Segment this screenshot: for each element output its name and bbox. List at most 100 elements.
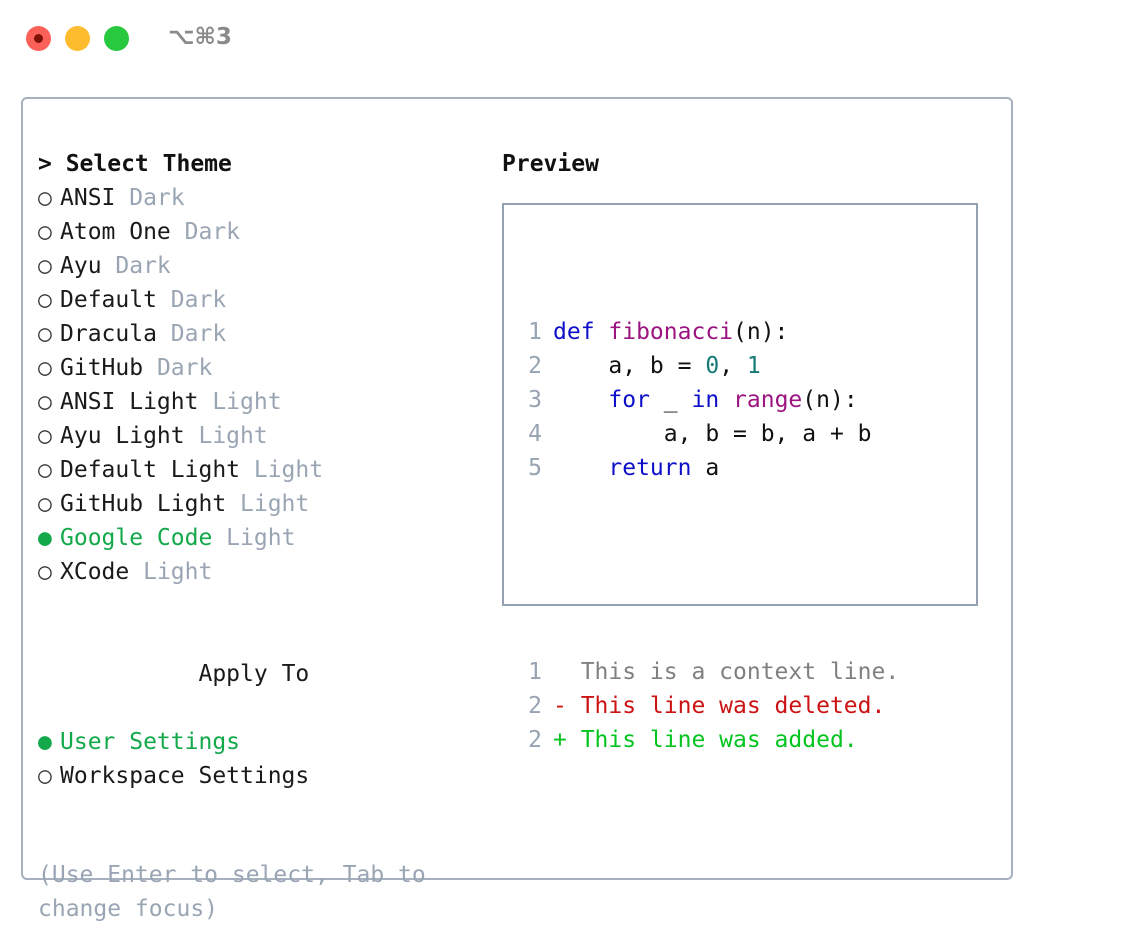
diff-line-number: 2	[528, 693, 542, 719]
theme-option-label: GitHub	[60, 355, 144, 381]
code-line-number: 1	[528, 319, 542, 345]
code-line: 1 def fibonacci(n):	[516, 315, 899, 349]
code-token-fn: fibonacci	[608, 319, 734, 345]
code-token-fn: range	[733, 387, 803, 413]
code-token-pl	[719, 387, 733, 413]
code-line: 4 a, b = b, a + b	[516, 417, 899, 451]
theme-variant-label: Light	[212, 525, 296, 551]
diff-line-text: - This line was deleted.	[553, 693, 886, 719]
diff-line-text: + This line was added.	[553, 727, 858, 753]
theme-option-ansi[interactable]: ○ ANSI Dark	[38, 181, 478, 215]
theme-option-github[interactable]: ○GitHub Dark	[38, 351, 478, 385]
theme-option-label: Dracula	[60, 321, 157, 347]
code-line-number: 5	[528, 455, 542, 481]
code-line: 5 return a	[516, 451, 899, 485]
diff-line-add: 2 + This line was added.	[516, 723, 899, 757]
radio-unselected-icon: ○	[38, 763, 52, 789]
radio-unselected-icon: ○	[38, 287, 52, 313]
radio-unselected-icon: ○	[38, 559, 52, 585]
theme-option-label: Ayu Light	[60, 423, 185, 449]
main-panel: > Select Theme ○ANSI Dark○Atom One Dark○…	[21, 97, 1013, 922]
apply-to-header: Apply To	[38, 623, 478, 725]
code-token-kw: for	[608, 387, 650, 413]
code-token-pl: a	[691, 455, 720, 481]
theme-option-dracula[interactable]: ○Dracula Dark	[38, 317, 478, 351]
theme-option-ayu[interactable]: ○ Ayu Dark	[38, 249, 478, 283]
theme-variant-label: Light	[198, 389, 282, 415]
theme-option-github-light[interactable]: ○GitHub Light Light	[38, 487, 478, 521]
apply-option-user-settings[interactable]: ● User Settings	[38, 725, 478, 759]
theme-option-label: Atom One	[60, 219, 171, 245]
diff-line-text: This is a context line.	[553, 659, 900, 685]
theme-list: ○ANSI Dark○Atom One Dark○Ayu Dark○Defaul…	[38, 181, 478, 589]
theme-option-ayu-light[interactable]: ○ Ayu Light Light	[38, 419, 478, 453]
theme-option-label: ANSI	[60, 185, 116, 211]
radio-unselected-icon: ○	[38, 321, 52, 347]
radio-unselected-icon: ○	[38, 457, 52, 483]
radio-unselected-icon: ○	[38, 389, 52, 415]
preview-title: Preview	[502, 151, 599, 177]
code-diff-separator	[516, 553, 899, 587]
radio-unselected-icon: ○	[38, 423, 52, 449]
theme-option-label: XCode	[60, 559, 130, 585]
maximize-button[interactable]	[104, 26, 129, 51]
theme-option-google-code[interactable]: ● Google Code Light	[38, 521, 478, 555]
title-bar: ⌥⌘3	[0, 0, 1140, 78]
panel-content: > Select Theme ○ANSI Dark○Atom One Dark○…	[23, 99, 1011, 922]
theme-option-label: Ayu	[60, 253, 102, 279]
diff-lines: 1 This is a context line. 2 - This line wa…	[516, 655, 899, 757]
diff-line-del: 2 - This line was deleted.	[516, 689, 899, 723]
theme-option-label: Google Code	[60, 525, 213, 551]
apply-to-list: ● User Settings ○Workspace Settings	[38, 725, 478, 793]
minimize-button[interactable]	[65, 26, 90, 51]
code-token-num: 0	[705, 353, 720, 379]
close-button[interactable]	[26, 26, 51, 51]
code-token-pl	[553, 387, 608, 413]
radio-unselected-icon: ○	[38, 185, 52, 211]
theme-variant-label: Light	[226, 491, 310, 517]
diff-line-number: 2	[528, 727, 542, 753]
theme-option-label: Default Light	[60, 457, 241, 483]
radio-selected-icon: ●	[38, 729, 52, 755]
code-token-num: 1	[746, 353, 761, 379]
code-token-kw: return	[608, 455, 692, 481]
theme-variant-label: Light	[129, 559, 213, 585]
code-line: 2 a, b = 0, 1	[516, 349, 899, 383]
theme-variant-label: Light	[184, 423, 268, 449]
code-token-pl: _	[649, 387, 692, 413]
theme-variant-label: Dark	[101, 253, 171, 279]
code-token-pl: (n):	[802, 387, 858, 413]
diff-line-ctx: 1 This is a context line.	[516, 655, 899, 689]
code-token-pl: ,	[719, 353, 747, 379]
radio-unselected-icon: ○	[38, 491, 52, 517]
theme-option-default-light[interactable]: ○ Default Light Light	[38, 453, 478, 487]
theme-selector-column: > Select Theme ○ANSI Dark○Atom One Dark○…	[38, 147, 478, 793]
radio-unselected-icon: ○	[38, 253, 52, 279]
code-token-pl: (n):	[733, 319, 789, 345]
apply-option-workspace-settings[interactable]: ○Workspace Settings	[38, 759, 478, 793]
theme-variant-label: Dark	[170, 219, 241, 245]
radio-unselected-icon: ○	[38, 219, 52, 245]
theme-variant-label: Light	[240, 457, 324, 483]
section-spacer	[38, 589, 478, 623]
code-token-kw: def	[553, 319, 609, 345]
theme-option-ansi-light[interactable]: ○ANSI Light Light	[38, 385, 478, 419]
theme-variant-label: Dark	[156, 287, 227, 313]
apply-option-label: User Settings	[60, 729, 241, 755]
radio-selected-icon: ●	[38, 525, 52, 551]
code-token-pl	[553, 455, 608, 481]
code-token-kw: in	[691, 387, 720, 413]
keyboard-shortcut-label: ⌥⌘3	[168, 24, 232, 50]
theme-option-default[interactable]: ○Default Dark	[38, 283, 478, 317]
theme-option-xcode[interactable]: ○ XCode Light	[38, 555, 478, 589]
code-token-pl: a, b =	[553, 353, 706, 379]
code-line-number: 2	[528, 353, 542, 379]
theme-option-atom-one[interactable]: ○ Atom One Dark	[38, 215, 478, 249]
apply-to-indent	[176, 657, 198, 691]
theme-variant-label: Dark	[115, 185, 185, 211]
